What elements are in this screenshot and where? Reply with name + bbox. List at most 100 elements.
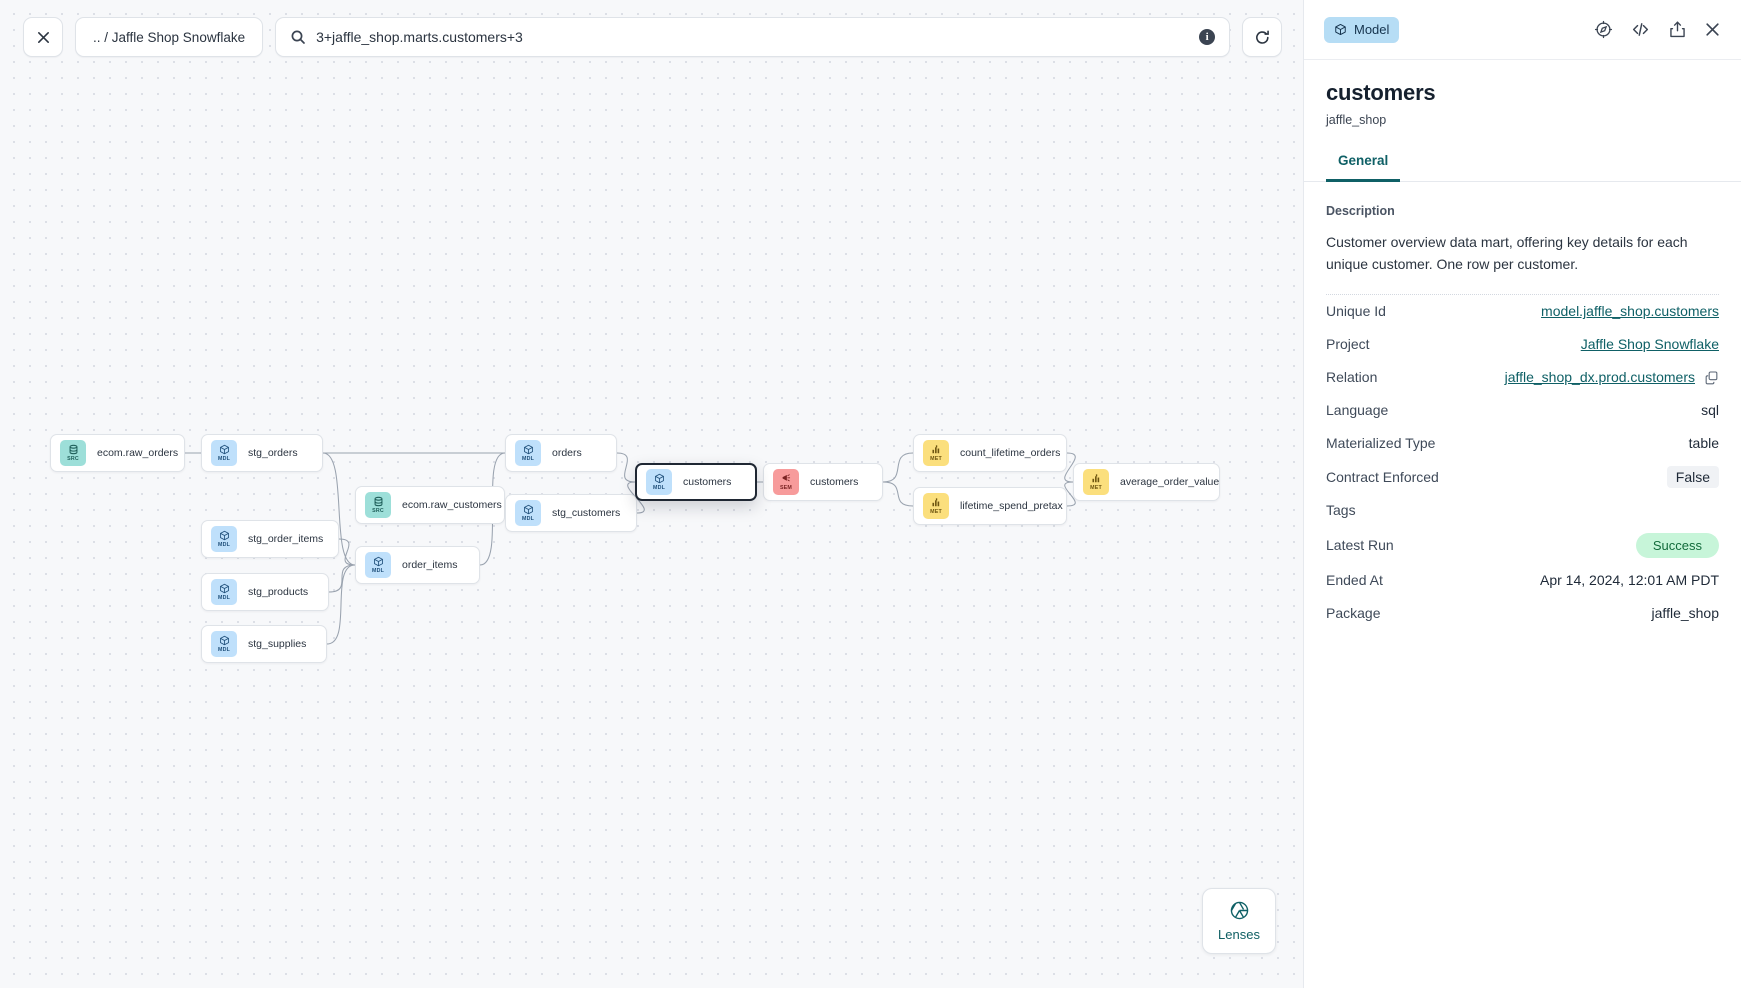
property-key: Language	[1326, 402, 1389, 419]
property-value[interactable]: Jaffle Shop Snowflake	[1580, 336, 1719, 353]
share-button[interactable]	[1668, 20, 1687, 39]
node-type-badge-met-icon: MET	[923, 493, 949, 519]
graph-node-customers_model[interactable]: MDL customers	[635, 463, 757, 501]
node-type-badge-mdl-icon: MDL	[515, 500, 541, 526]
aperture-icon	[1230, 901, 1248, 920]
page-title: customers	[1326, 80, 1436, 105]
compass-icon	[1594, 20, 1613, 39]
edge-count_lifetime_orders-to-average_order_value	[1064, 452, 1076, 483]
cube-icon	[1335, 23, 1346, 36]
graph-node-stg_customers[interactable]: MDL stg_customers	[505, 494, 637, 532]
node-type-tag: MDL	[217, 455, 231, 462]
graph-node-ecom_raw_orders[interactable]: SRC ecom.raw_orders	[50, 434, 185, 472]
property-value[interactable]: model.jaffle_shop.customers	[1541, 303, 1719, 320]
property-row: Tags	[1326, 494, 1719, 527]
node-label: count_lifetime_orders	[960, 447, 1061, 459]
node-type-tag: MDL	[217, 646, 231, 653]
node-type-badge-src-icon: SRC	[60, 440, 86, 466]
page-subtitle: jaffle_shop	[1326, 113, 1387, 127]
graph-node-order_items[interactable]: MDL order_items	[355, 546, 480, 584]
lineage-edges	[185, 452, 1076, 645]
node-type-tag: SRC	[372, 507, 384, 514]
explore-button[interactable]	[1594, 20, 1613, 39]
property-key: Ended At	[1326, 572, 1383, 589]
node-type-tag: MET	[1090, 484, 1102, 491]
node-type-tag: MDL	[652, 484, 666, 491]
breadcrumb-label: .. / Jaffle Shop Snowflake	[93, 29, 246, 45]
resource-type-badge: Model	[1324, 16, 1400, 43]
graph-node-stg_order_items[interactable]: MDL stg_order_items	[201, 520, 339, 558]
node-type-badge-mdl-icon: MDL	[365, 552, 391, 578]
search-input[interactable]	[316, 29, 1230, 45]
node-label: ecom.raw_orders	[97, 447, 179, 459]
node-type-tag: MDL	[521, 455, 535, 462]
node-label: ecom.raw_customers	[402, 499, 502, 511]
code-button[interactable]	[1630, 19, 1651, 40]
info-icon[interactable]: i	[1199, 29, 1216, 45]
copy-icon[interactable]	[1704, 370, 1719, 385]
close-icon	[1706, 23, 1719, 36]
node-type-badge-mdl-icon: MDL	[211, 526, 237, 552]
close-icon	[37, 31, 49, 43]
property-key: Contract Enforced	[1326, 468, 1439, 485]
edge-stg_products-to-order_items	[328, 564, 356, 593]
status-badge: Success	[1635, 532, 1719, 558]
graph-node-count_lifetime_orders[interactable]: MET count_lifetime_orders	[913, 434, 1067, 472]
node-label: order_items	[402, 559, 458, 571]
property-value: False	[1666, 465, 1719, 488]
property-value: jaffle_shop	[1651, 605, 1719, 622]
graph-toolbar: .. / Jaffle Shop Snowflake i	[23, 17, 1283, 57]
description-text: Customer overview data mart, offering ke…	[1326, 234, 1688, 273]
panel-toolbar: Model	[1304, 0, 1741, 60]
divider	[1326, 293, 1719, 295]
node-label: stg_products	[248, 586, 309, 598]
graph-node-stg_supplies[interactable]: MDL stg_supplies	[201, 625, 327, 663]
node-type-badge-mdl-icon: MDL	[211, 631, 237, 657]
node-label: stg_supplies	[248, 638, 307, 650]
property-key: Unique Id	[1326, 303, 1386, 320]
node-type-badge-met-icon: MET	[923, 440, 949, 466]
panel-body: Description Customer overview data mart,…	[1304, 182, 1741, 988]
node-label: stg_order_items	[248, 533, 324, 545]
close-button[interactable]	[23, 17, 63, 57]
graph-node-ecom_raw_customers[interactable]: SRC ecom.raw_customers	[355, 486, 505, 524]
resource-type-label: Model	[1354, 22, 1390, 37]
property-key: Package	[1326, 605, 1381, 622]
edge-customers_semantic-to-lifetime_spend_pretax	[882, 481, 914, 507]
property-value: table	[1688, 435, 1719, 452]
refresh-button[interactable]	[1242, 17, 1283, 57]
property-row: Package jaffle_shop	[1326, 597, 1719, 630]
close-panel-button[interactable]	[1704, 21, 1721, 38]
lenses-button[interactable]: Lenses	[1202, 888, 1276, 954]
graph-node-orders[interactable]: MDL orders	[505, 434, 617, 472]
edge-orders-to-customers_model	[616, 452, 636, 483]
property-value: Apr 14, 2024, 12:01 AM PDT	[1540, 572, 1719, 589]
node-type-tag: MET	[930, 508, 942, 515]
node-type-badge-mdl-icon: MDL	[515, 440, 541, 466]
breadcrumb[interactable]: .. / Jaffle Shop Snowflake	[75, 17, 264, 57]
lenses-label: Lenses	[1218, 927, 1260, 942]
tab-general[interactable]: General	[1326, 153, 1401, 182]
search-bar[interactable]: i	[275, 17, 1231, 57]
node-label: customers	[683, 476, 732, 488]
node-type-badge-met-icon: MET	[1083, 469, 1109, 495]
panel-actions	[1594, 19, 1721, 40]
node-type-tag: SRC	[67, 455, 79, 462]
node-label: stg_customers	[552, 507, 621, 519]
node-label: orders	[552, 447, 582, 459]
code-icon	[1632, 23, 1649, 36]
property-link[interactable]: jaffle_shop_dx.prod.customers	[1504, 369, 1695, 386]
node-type-tag: MDL	[521, 515, 535, 522]
node-type-badge-src-icon: SRC	[365, 492, 391, 518]
